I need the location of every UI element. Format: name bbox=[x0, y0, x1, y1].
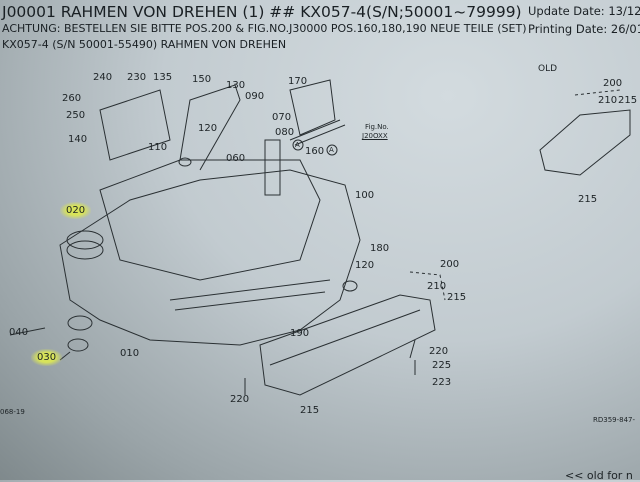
part-label: 100 bbox=[355, 190, 375, 201]
part-label: 140 bbox=[68, 134, 88, 145]
part-label: 260 bbox=[62, 93, 82, 104]
update-date: Update Date: 13/12/ bbox=[528, 4, 640, 18]
part-label: 180 bbox=[370, 243, 390, 254]
page-title: J00001 RAHMEN VON DREHEN (1) ## KX057-4(… bbox=[2, 3, 522, 21]
fig-ref-value: J20OXX bbox=[362, 132, 388, 140]
printing-date: Printing Date: 26/01/ bbox=[528, 22, 640, 36]
old-part-label: 210 bbox=[598, 95, 618, 106]
old-part-label: 215 bbox=[618, 95, 638, 106]
callout-marker: A bbox=[329, 146, 334, 154]
part-label: 190 bbox=[290, 328, 310, 339]
part-label: 215 bbox=[447, 292, 467, 303]
part-label: 010 bbox=[120, 348, 140, 359]
part-label: 135 bbox=[153, 72, 173, 83]
part-label: 170 bbox=[288, 76, 308, 87]
part-label: 240 bbox=[93, 72, 113, 83]
part-label-highlighted: 020 bbox=[60, 202, 92, 219]
part-label: 160 bbox=[305, 146, 325, 157]
left-drawing-code: 068-19 bbox=[0, 408, 25, 416]
part-label: 250 bbox=[66, 110, 86, 121]
part-label: 090 bbox=[245, 91, 265, 102]
part-label: 070 bbox=[272, 112, 292, 123]
part-label: 210 bbox=[427, 281, 447, 292]
part-label: 110 bbox=[148, 142, 168, 153]
part-label-highlighted: 030 bbox=[31, 349, 63, 366]
old-label: OLD bbox=[538, 64, 558, 74]
order-note: ACHTUNG: BESTELLEN SIE BITTE POS.200 & F… bbox=[2, 22, 527, 35]
part-label: 120 bbox=[198, 123, 218, 134]
part-label: 223 bbox=[432, 377, 452, 388]
right-drawing-code: RD359-847- bbox=[593, 416, 636, 424]
part-label: 220 bbox=[429, 346, 449, 357]
part-label: 040 bbox=[9, 327, 29, 338]
part-label: 080 bbox=[275, 127, 295, 138]
part-label: 220 bbox=[230, 394, 250, 405]
fig-ref-label: Fig.No. bbox=[365, 123, 389, 131]
footer-note: << old for n bbox=[565, 469, 633, 482]
part-label: 215 bbox=[300, 405, 320, 416]
part-label: 200 bbox=[440, 259, 460, 270]
part-label: 150 bbox=[192, 74, 212, 85]
old-part-label: 200 bbox=[603, 78, 623, 89]
part-label: 060 bbox=[226, 153, 246, 164]
callout-marker: A bbox=[295, 141, 300, 149]
subtitle: KX057-4 (S/N 50001-55490) RAHMEN VON DRE… bbox=[2, 38, 287, 51]
part-label: 225 bbox=[432, 360, 452, 371]
part-label: 130 bbox=[226, 80, 246, 91]
part-label: 230 bbox=[127, 72, 147, 83]
part-label: 120 bbox=[355, 260, 375, 271]
old-part-label: 215 bbox=[578, 194, 598, 205]
